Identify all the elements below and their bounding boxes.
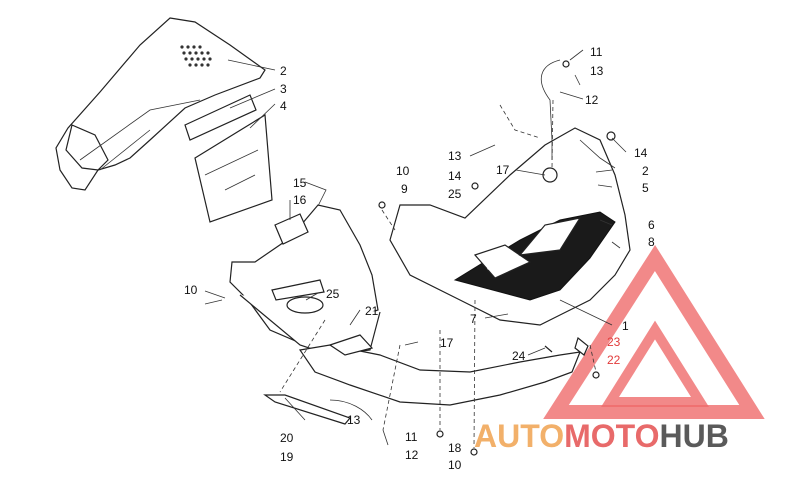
leader-lines bbox=[204, 49, 627, 421]
label-19: 19 bbox=[280, 450, 294, 464]
watermark-hub: HUB bbox=[659, 418, 728, 454]
label-7: 7 bbox=[470, 312, 477, 326]
label-15: 15 bbox=[293, 176, 307, 190]
cable-assembly-top bbox=[540, 59, 581, 160]
belly-pan-left-part bbox=[229, 204, 381, 356]
watermark-text: AUTOMOTOHUB bbox=[474, 418, 729, 454]
nose-vent-holes bbox=[483, 254, 519, 270]
label-12-top: 12 bbox=[585, 93, 599, 107]
label-13-top: 13 bbox=[590, 64, 604, 78]
part-labels: 2 3 4 11 13 12 13 14 17 2 5 10 9 14 25 6… bbox=[184, 45, 655, 472]
label-6: 6 bbox=[648, 218, 655, 232]
label-14-left: 14 bbox=[448, 169, 462, 183]
clip-24 bbox=[544, 345, 553, 353]
label-11-top: 11 bbox=[590, 45, 603, 59]
label-24: 24 bbox=[512, 349, 526, 363]
watermark-triangle-outer bbox=[543, 244, 765, 419]
label-25-top: 25 bbox=[448, 187, 462, 201]
access-cover-part bbox=[274, 213, 309, 245]
watermark-triangle-inner bbox=[600, 320, 710, 407]
watermark-moto: MOTO bbox=[564, 418, 659, 454]
label-9: 9 bbox=[401, 182, 408, 196]
screw-9 bbox=[378, 201, 386, 209]
label-23: 23 bbox=[607, 335, 621, 349]
label-21: 21 bbox=[365, 304, 379, 318]
label-12-bottom: 12 bbox=[405, 448, 419, 462]
label-1: 1 bbox=[622, 319, 629, 333]
label-17-top: 17 bbox=[496, 163, 510, 177]
label-16: 16 bbox=[293, 193, 307, 207]
nut-10-bottom bbox=[470, 448, 478, 456]
watermark-logo bbox=[543, 244, 765, 419]
label-17-bottom: 17 bbox=[440, 336, 454, 350]
cable-assembly-bottom bbox=[329, 399, 389, 446]
vent-holes bbox=[180, 45, 212, 67]
watermark-auto: AUTO bbox=[474, 418, 564, 454]
label-13-mid: 13 bbox=[448, 149, 462, 163]
label-2-side-panel: 2 bbox=[280, 64, 287, 78]
label-14-right: 14 bbox=[634, 146, 648, 160]
label-4: 4 bbox=[280, 99, 287, 113]
label-8: 8 bbox=[648, 235, 655, 249]
screw-14-right bbox=[606, 131, 616, 141]
bracket-23 bbox=[574, 336, 589, 356]
decal-strip-part bbox=[184, 94, 257, 141]
label-5: 5 bbox=[642, 181, 649, 195]
assembly-lines bbox=[279, 99, 597, 449]
label-3: 3 bbox=[280, 82, 287, 96]
nose-cone-part bbox=[389, 127, 631, 326]
screw-14-left bbox=[471, 182, 479, 190]
label-10-top: 10 bbox=[396, 164, 410, 178]
bolt-10-left bbox=[204, 299, 223, 305]
mesh-panel-part bbox=[194, 113, 273, 223]
label-11-bottom: 11 bbox=[405, 430, 418, 444]
label-13-bottom: 13 bbox=[347, 413, 361, 427]
label-10-left: 10 bbox=[184, 283, 198, 297]
side-panel-part bbox=[55, 17, 266, 191]
label-10-bottom: 10 bbox=[448, 458, 462, 472]
label-2-nose: 2 bbox=[642, 164, 649, 178]
label-18: 18 bbox=[448, 441, 462, 455]
skid-plate-part bbox=[263, 394, 352, 425]
nut-18 bbox=[436, 430, 444, 438]
nut-22 bbox=[592, 371, 600, 379]
label-25-mid: 25 bbox=[326, 287, 340, 301]
label-20: 20 bbox=[280, 431, 294, 445]
label-22: 22 bbox=[607, 353, 621, 367]
